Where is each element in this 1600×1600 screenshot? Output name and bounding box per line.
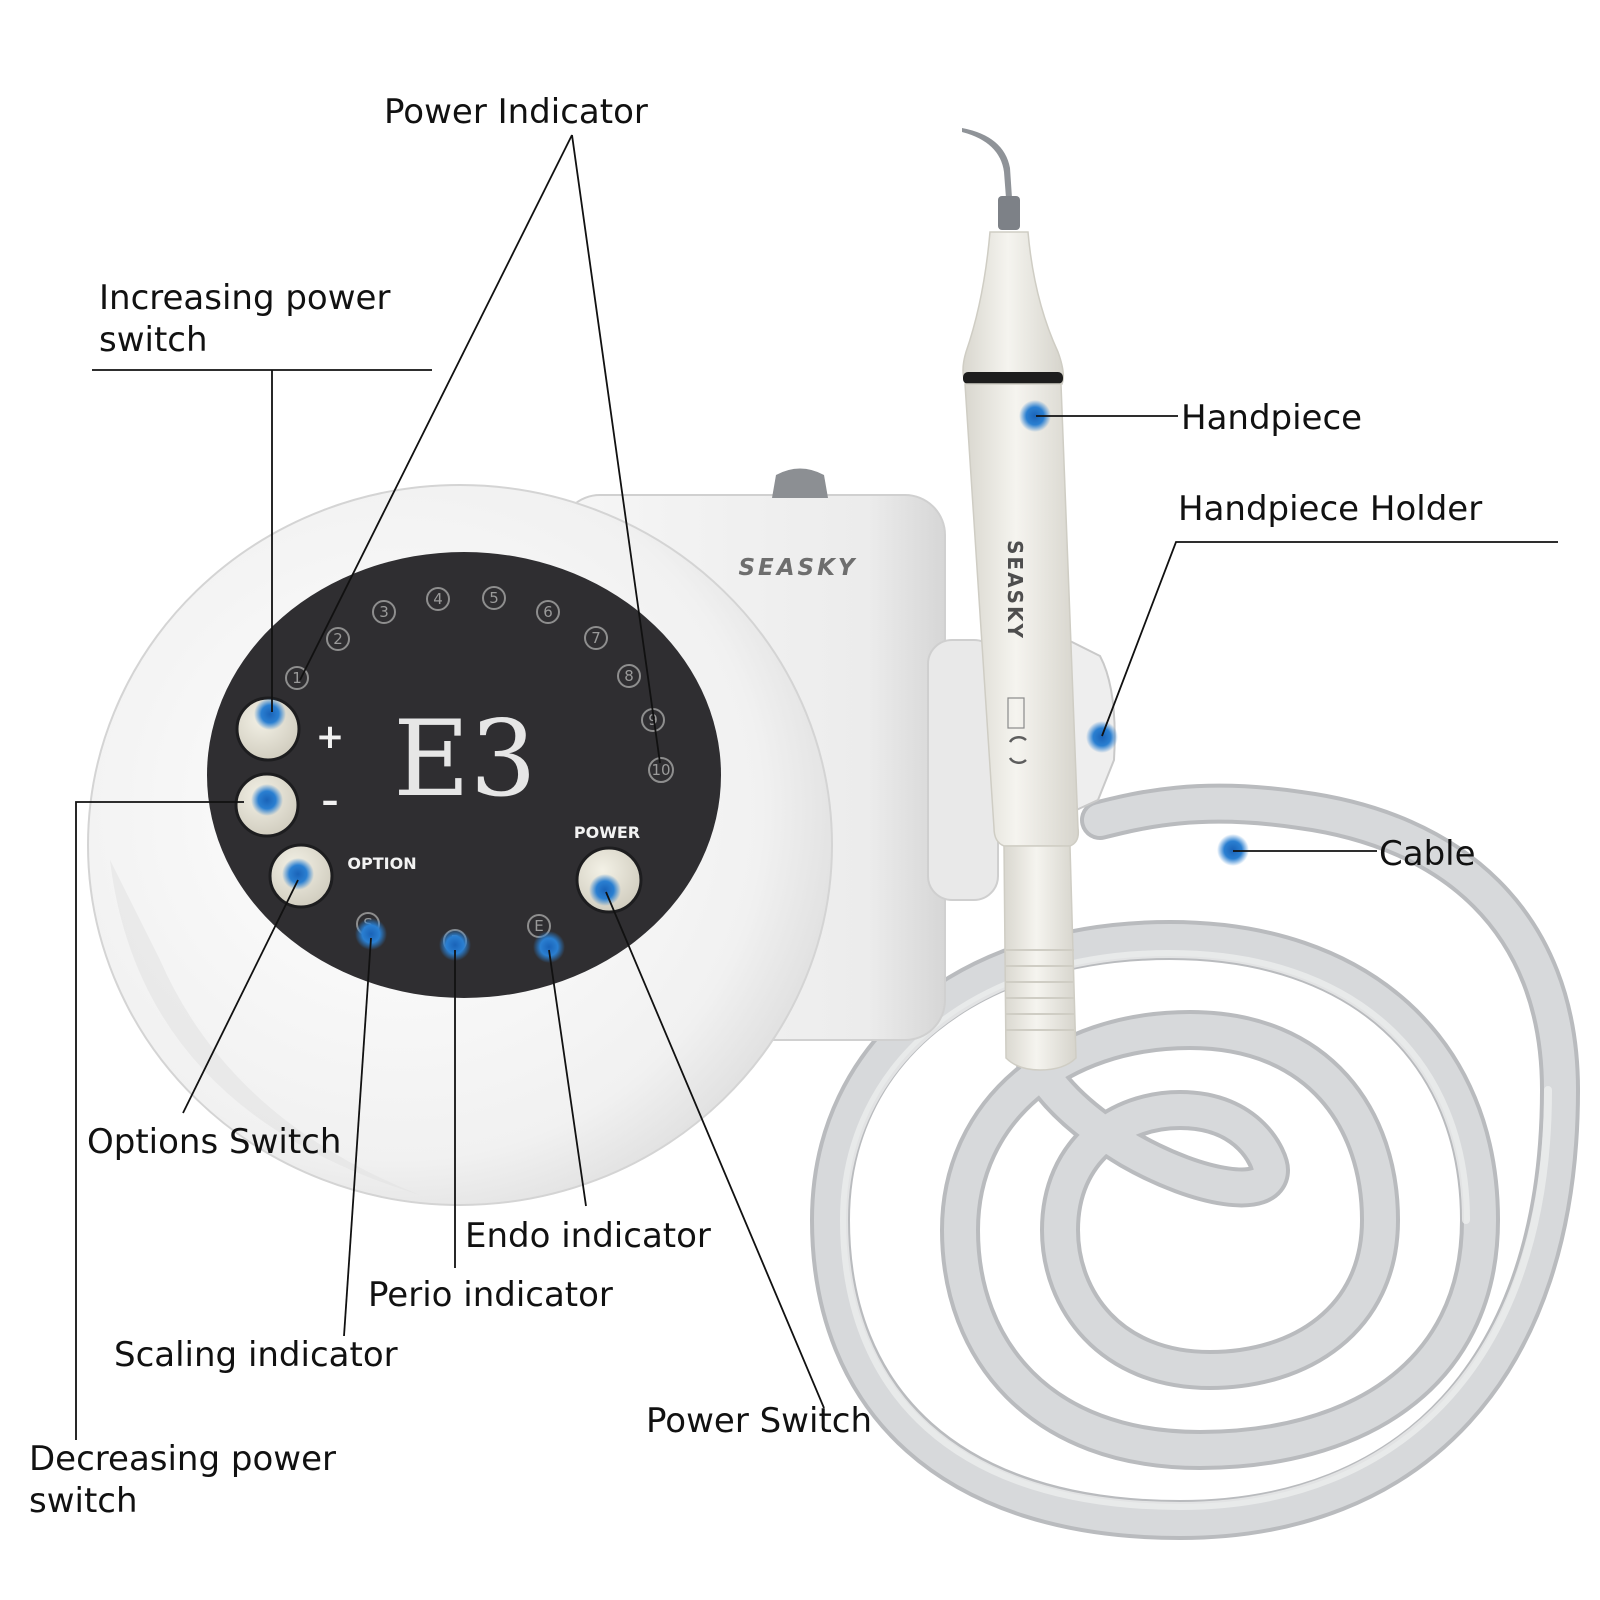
marker-holder: [1086, 721, 1118, 753]
svg-text:3: 3: [379, 603, 389, 621]
power-level-2: 2: [326, 627, 350, 651]
power-level-6: 6: [536, 600, 560, 624]
label-increasing-power-line2: switch: [99, 320, 208, 360]
option-label: OPTION: [347, 854, 416, 873]
power-level-8: 8: [617, 664, 641, 688]
marker-handpiece: [1019, 400, 1051, 432]
label-handpiece-holder: Handpiece Holder: [1178, 489, 1482, 529]
power-level-3: 3: [372, 600, 396, 624]
label-endo-indicator: Endo indicator: [465, 1216, 711, 1256]
callout-labels: Power Indicator Increasing power switch …: [29, 92, 1482, 1521]
power-level-4: 4: [426, 587, 450, 611]
marker-option: [282, 858, 314, 890]
power-level-10: 10: [648, 757, 674, 783]
label-decreasing-power-line2: switch: [29, 1481, 138, 1521]
brand-logo: SEASKY: [738, 555, 857, 581]
plus-label: +: [316, 717, 345, 757]
svg-text:7: 7: [591, 629, 601, 647]
marker-cable: [1217, 834, 1249, 866]
svg-text:2: 2: [333, 630, 343, 648]
handpiece-ring: [963, 372, 1063, 384]
label-handpiece: Handpiece: [1181, 398, 1362, 438]
power-level-5: 5: [482, 586, 506, 610]
svg-text:6: 6: [543, 603, 553, 621]
minus-label: –: [322, 781, 339, 821]
marker-endo: [533, 931, 565, 963]
svg-text:E: E: [534, 917, 543, 935]
label-options-switch: Options Switch: [87, 1122, 341, 1162]
markers: [251, 400, 1249, 963]
label-scaling-indicator: Scaling indicator: [114, 1335, 398, 1375]
handpiece-brand: SEASKY: [1003, 540, 1027, 640]
label-power-indicator: Power Indicator: [384, 92, 648, 132]
marker-power: [589, 874, 621, 906]
svg-text:1: 1: [292, 669, 302, 687]
leader-lines: [75, 134, 1558, 1440]
svg-text:8: 8: [624, 667, 634, 685]
autoclave-mark: [1007, 697, 1025, 729]
marker-decrease: [251, 784, 283, 816]
label-perio-indicator: Perio indicator: [368, 1275, 613, 1315]
model-display: E3: [393, 698, 536, 820]
power-level-7: 7: [584, 626, 608, 650]
power-label: POWER: [574, 823, 640, 842]
handpiece[interactable]: SEASKY: [962, 128, 1080, 1071]
label-cable: Cable: [1379, 834, 1476, 874]
svg-text:4: 4: [433, 590, 443, 608]
power-indicator-ring: 1 2 3 4 5 6 7 8 9 10: [285, 586, 674, 783]
marker-perio: [439, 929, 471, 961]
water-knob[interactable]: [772, 468, 828, 499]
cable: [809, 783, 1580, 1541]
marker-increase: [254, 698, 286, 730]
label-increasing-power-line1: Increasing power: [99, 278, 390, 318]
power-level-1: 1: [285, 666, 309, 690]
label-decreasing-power-line1: Decreasing power: [29, 1439, 336, 1479]
scaler-tip: [962, 128, 1012, 198]
svg-text:10: 10: [651, 761, 670, 779]
ce-mark: [1008, 736, 1027, 764]
svg-text:9: 9: [648, 711, 658, 729]
marker-scaling: [355, 918, 387, 950]
label-power-switch: Power Switch: [646, 1401, 872, 1441]
svg-text:5: 5: [489, 589, 499, 607]
